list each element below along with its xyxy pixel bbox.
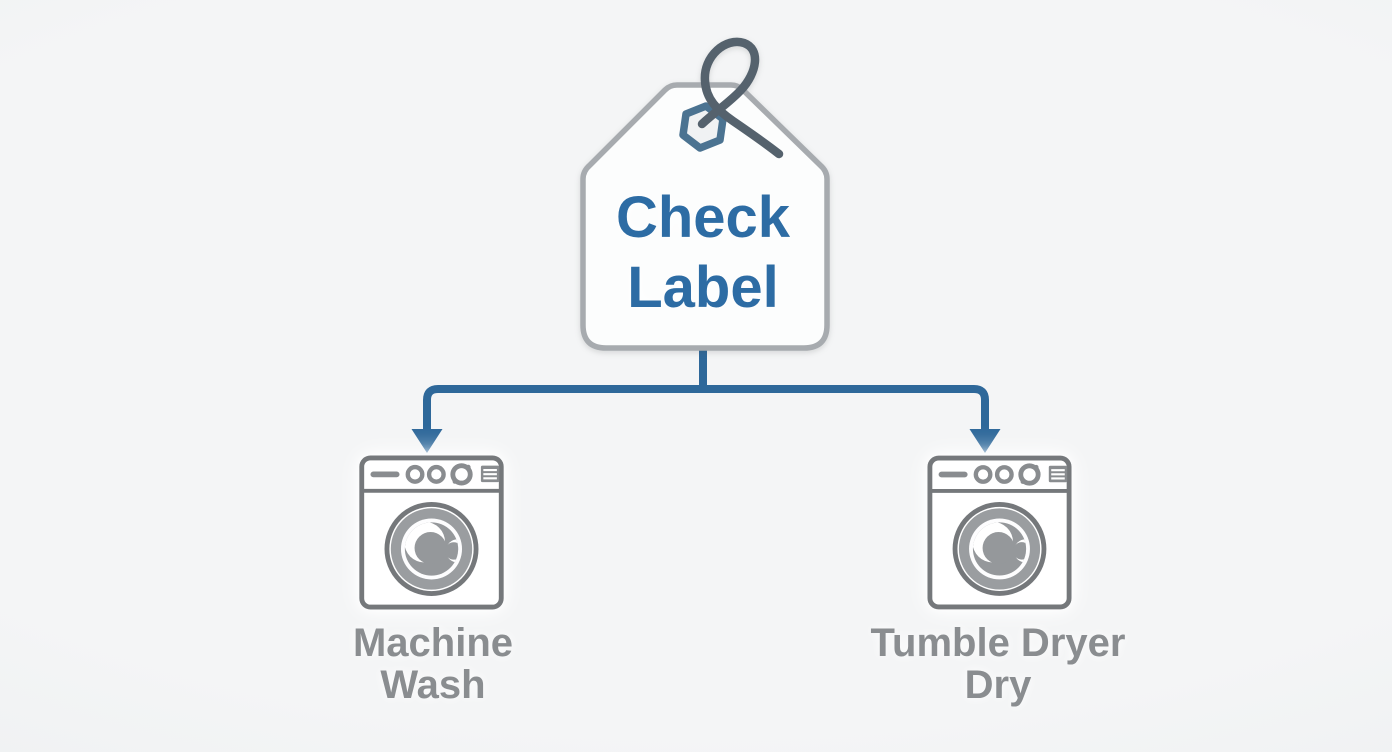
child-label-line: Dry	[964, 663, 1032, 707]
connector-branch	[423, 385, 989, 440]
child-node-label-tumble-dryer-dry: Tumble Dryer Dry	[871, 622, 1126, 706]
root-node-label: Check Label	[616, 183, 790, 323]
child-label-line: Tumble Dryer	[870, 621, 1126, 665]
child-label-line: Machine	[352, 621, 514, 665]
child-label-line: Wash	[380, 663, 486, 707]
arrow-down-icon	[411, 429, 443, 453]
child-node-label-machine-wash: Machine Wash	[353, 622, 513, 706]
root-label-line: Label	[627, 255, 779, 320]
arrow-down-icon	[969, 429, 1001, 453]
washing-machine-icon	[362, 458, 502, 607]
price-tag-icon	[580, 37, 830, 351]
tag-string	[697, 37, 784, 159]
root-label-line: Check	[615, 185, 791, 250]
connector-lines	[423, 347, 989, 440]
washing-machine-icon	[930, 458, 1069, 607]
